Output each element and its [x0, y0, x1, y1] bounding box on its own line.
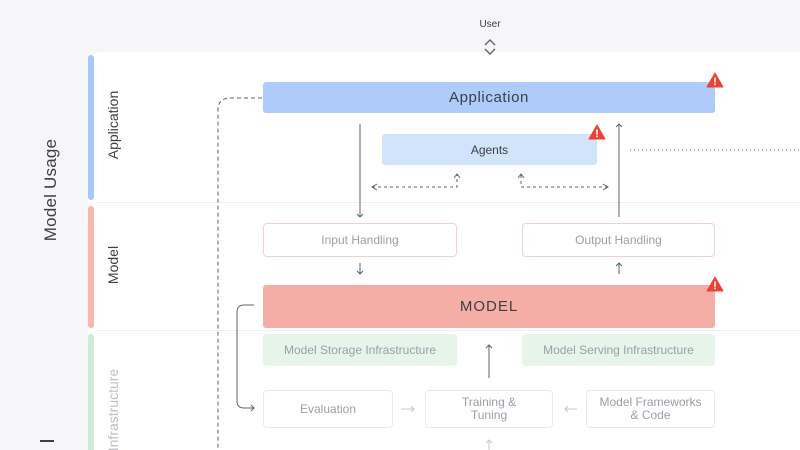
model-serving-node[interactable]: Model Serving Infrastructure [522, 334, 715, 366]
evaluation-label: Evaluation [299, 402, 357, 416]
input-handling-node[interactable]: Input Handling [263, 223, 457, 257]
model-node[interactable]: MODEL [263, 285, 715, 328]
chevron-down-icon [484, 48, 496, 55]
chevron-up-icon [484, 39, 496, 46]
training-tuning-label: Training & Tuning [461, 395, 517, 422]
warning-icon[interactable] [588, 124, 606, 140]
model-frameworks-label: Model Frameworks & Code [599, 395, 702, 422]
infrastructure-accent-bar [88, 334, 94, 450]
section-divider [96, 202, 800, 203]
agents-node[interactable]: Agents [382, 134, 597, 165]
output-handling-node[interactable]: Output Handling [522, 223, 715, 257]
section-divider [96, 330, 800, 331]
output-handling-label: Output Handling [575, 233, 662, 247]
model-accent-bar [88, 206, 94, 328]
evaluation-node[interactable]: Evaluation [263, 390, 393, 428]
application-node[interactable]: Application [263, 82, 715, 113]
user-label: User [479, 19, 501, 30]
training-tuning-node[interactable]: Training & Tuning [425, 390, 553, 428]
model-to-evaluation-line [236, 304, 255, 412]
model-node-label: MODEL [459, 298, 519, 315]
application-accent-bar [88, 55, 94, 200]
model-frameworks-node[interactable]: Model Frameworks & Code [586, 390, 715, 428]
warning-icon[interactable] [706, 276, 724, 292]
big-label-fragment [40, 440, 54, 442]
agents-right-connector [520, 175, 608, 188]
input-handling-label: Input Handling [321, 233, 399, 247]
dashed-feedback-line [217, 97, 262, 450]
model-storage-label: Model Storage Infrastructure [283, 343, 437, 357]
agents-left-connector [372, 175, 458, 188]
warning-icon[interactable] [706, 72, 724, 88]
application-node-label: Application [449, 89, 529, 106]
model-serving-label: Model Serving Infrastructure [543, 343, 694, 357]
agents-node-label: Agents [470, 142, 509, 157]
model-storage-node[interactable]: Model Storage Infrastructure [263, 334, 457, 366]
